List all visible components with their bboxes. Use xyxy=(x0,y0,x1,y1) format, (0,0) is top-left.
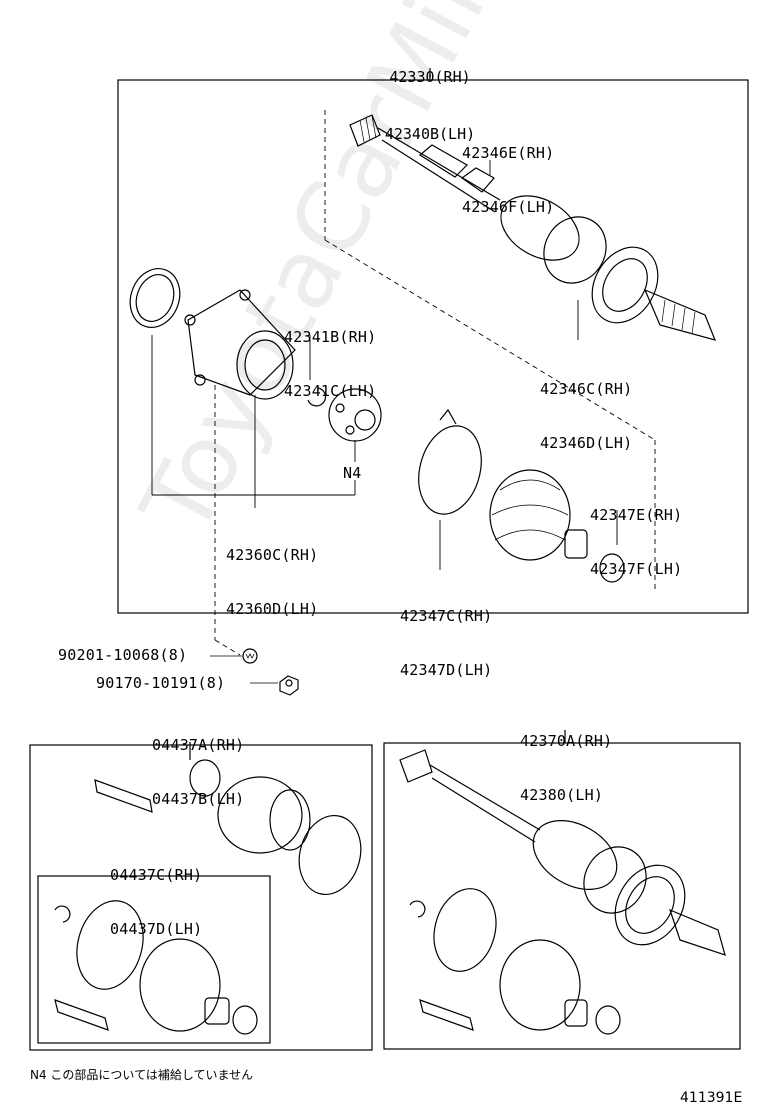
snap-ring-label: 42341B(RH) 42341C(LH) xyxy=(284,328,377,400)
boot-clamp-label: 42347C(RH) 42347D(LH) xyxy=(400,607,493,679)
outboard-boot-clamp-top-label: 42346E(RH) 42346F(LH) xyxy=(462,144,555,216)
main-frame xyxy=(117,79,749,614)
shaft-assy-2-frame xyxy=(383,742,741,1050)
boot-kit-parts xyxy=(54,759,362,1035)
small-clamp-label: 42347E(RH) 42347F(LH) xyxy=(590,506,683,578)
spider-note-label: N4 xyxy=(343,464,362,482)
upper-drive-shaft xyxy=(349,114,717,341)
boot-kit-outboard-label: 04437C(RH) 04437D(LH) xyxy=(110,866,203,938)
small-clamp xyxy=(599,553,625,583)
outboard-clamp-ring-label: 42346C(RH) 42346D(LH) xyxy=(540,380,633,452)
boot-kit-frame xyxy=(29,744,373,1051)
small-snap-ring xyxy=(307,387,326,407)
washer xyxy=(242,648,258,664)
drive-shaft-assy-label: 42330(RH) 42340B(LH) xyxy=(384,68,476,143)
inboard-joint-label: 42360C(RH) 42360D(LH) xyxy=(226,546,319,618)
nut xyxy=(279,675,299,696)
shaft-assy-2-label: 42370A(RH) 42380(LH) xyxy=(520,732,613,804)
large-ring xyxy=(129,268,181,328)
diagram-code: 411391E xyxy=(680,1090,743,1106)
boot-clamp-large xyxy=(418,425,482,515)
washer-label: 90201-10068(8) xyxy=(58,646,188,664)
inboard-joint-housing xyxy=(184,289,296,400)
boot-kit-inner-frame xyxy=(37,875,271,1044)
boot-kit-inboard-label: 04437A(RH) 04437B(LH) xyxy=(152,736,245,808)
nut-label: 90170-10191(8) xyxy=(96,674,226,692)
footnote: N4 この部品については補給していません xyxy=(30,1068,254,1082)
inboard-boot xyxy=(489,469,571,561)
lower-drive-shaft xyxy=(399,749,726,1035)
